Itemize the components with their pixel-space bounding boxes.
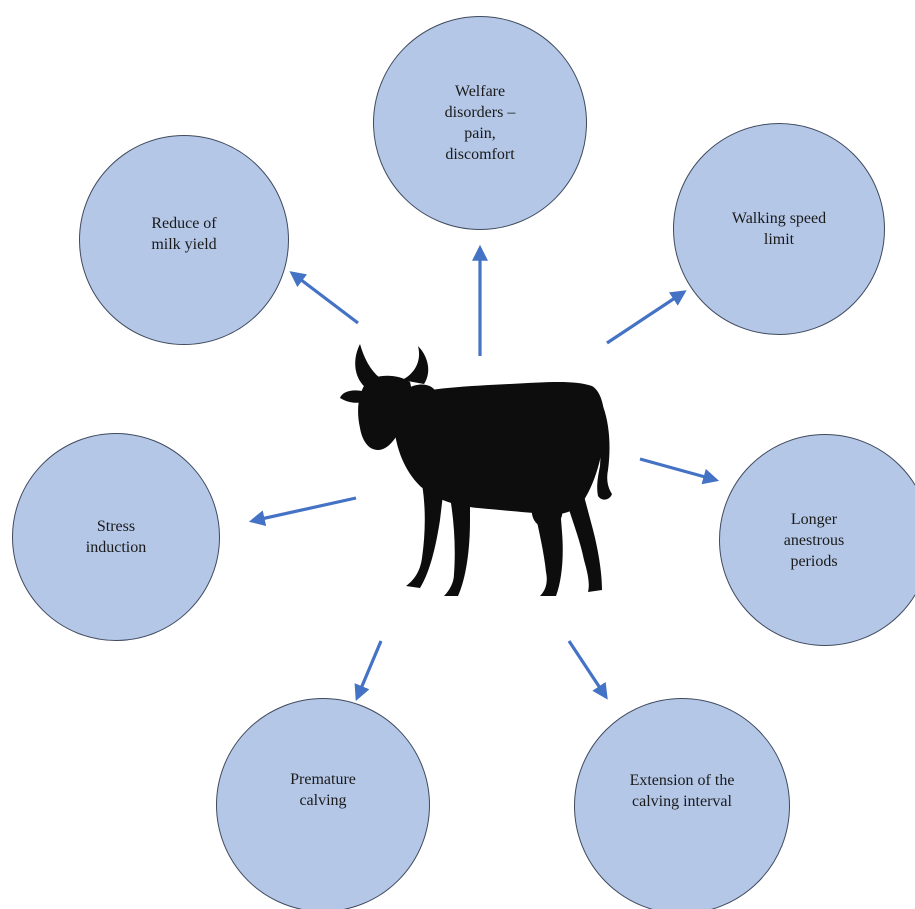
arrow-to-milk — [289, 271, 359, 325]
node-reduce-milk-yield-label: Reduce of milk yield — [151, 215, 217, 253]
node-premature-calving: Premature calving — [216, 698, 430, 909]
node-longer-anestrous-periods-label: Longer anestrous periods — [783, 510, 845, 570]
node-reduce-milk-yield: Reduce of milk yield — [79, 135, 289, 345]
node-walking-speed-limit: Walking speed limit — [673, 123, 885, 335]
node-premature-calving-label: Premature calving — [290, 771, 356, 809]
node-stress-induction: Stress induction — [12, 433, 220, 641]
arrow-to-premature — [354, 640, 383, 701]
node-welfare-disorders-label: Welfare disorders – pain, discomfort — [444, 83, 516, 163]
arrows — [248, 244, 720, 701]
node-stress-induction-label: Stress induction — [85, 518, 147, 556]
cow-silhouette-icon — [340, 344, 612, 596]
arrow-to-anestrous — [639, 457, 720, 485]
node-extension-calving-interval: Extension of the calving interval — [574, 698, 790, 909]
arrow-to-walking — [606, 290, 687, 345]
node-longer-anestrous-periods: Longer anestrous periods — [719, 434, 915, 646]
arrow-to-calving-interval — [567, 640, 608, 700]
node-welfare-disorders: Welfare disorders – pain, discomfort — [373, 16, 587, 230]
node-extension-calving-interval-label: Extension of the calving interval — [629, 772, 735, 810]
node-walking-speed-limit-label: Walking speed limit — [731, 210, 827, 248]
arrow-to-stress — [248, 496, 357, 527]
